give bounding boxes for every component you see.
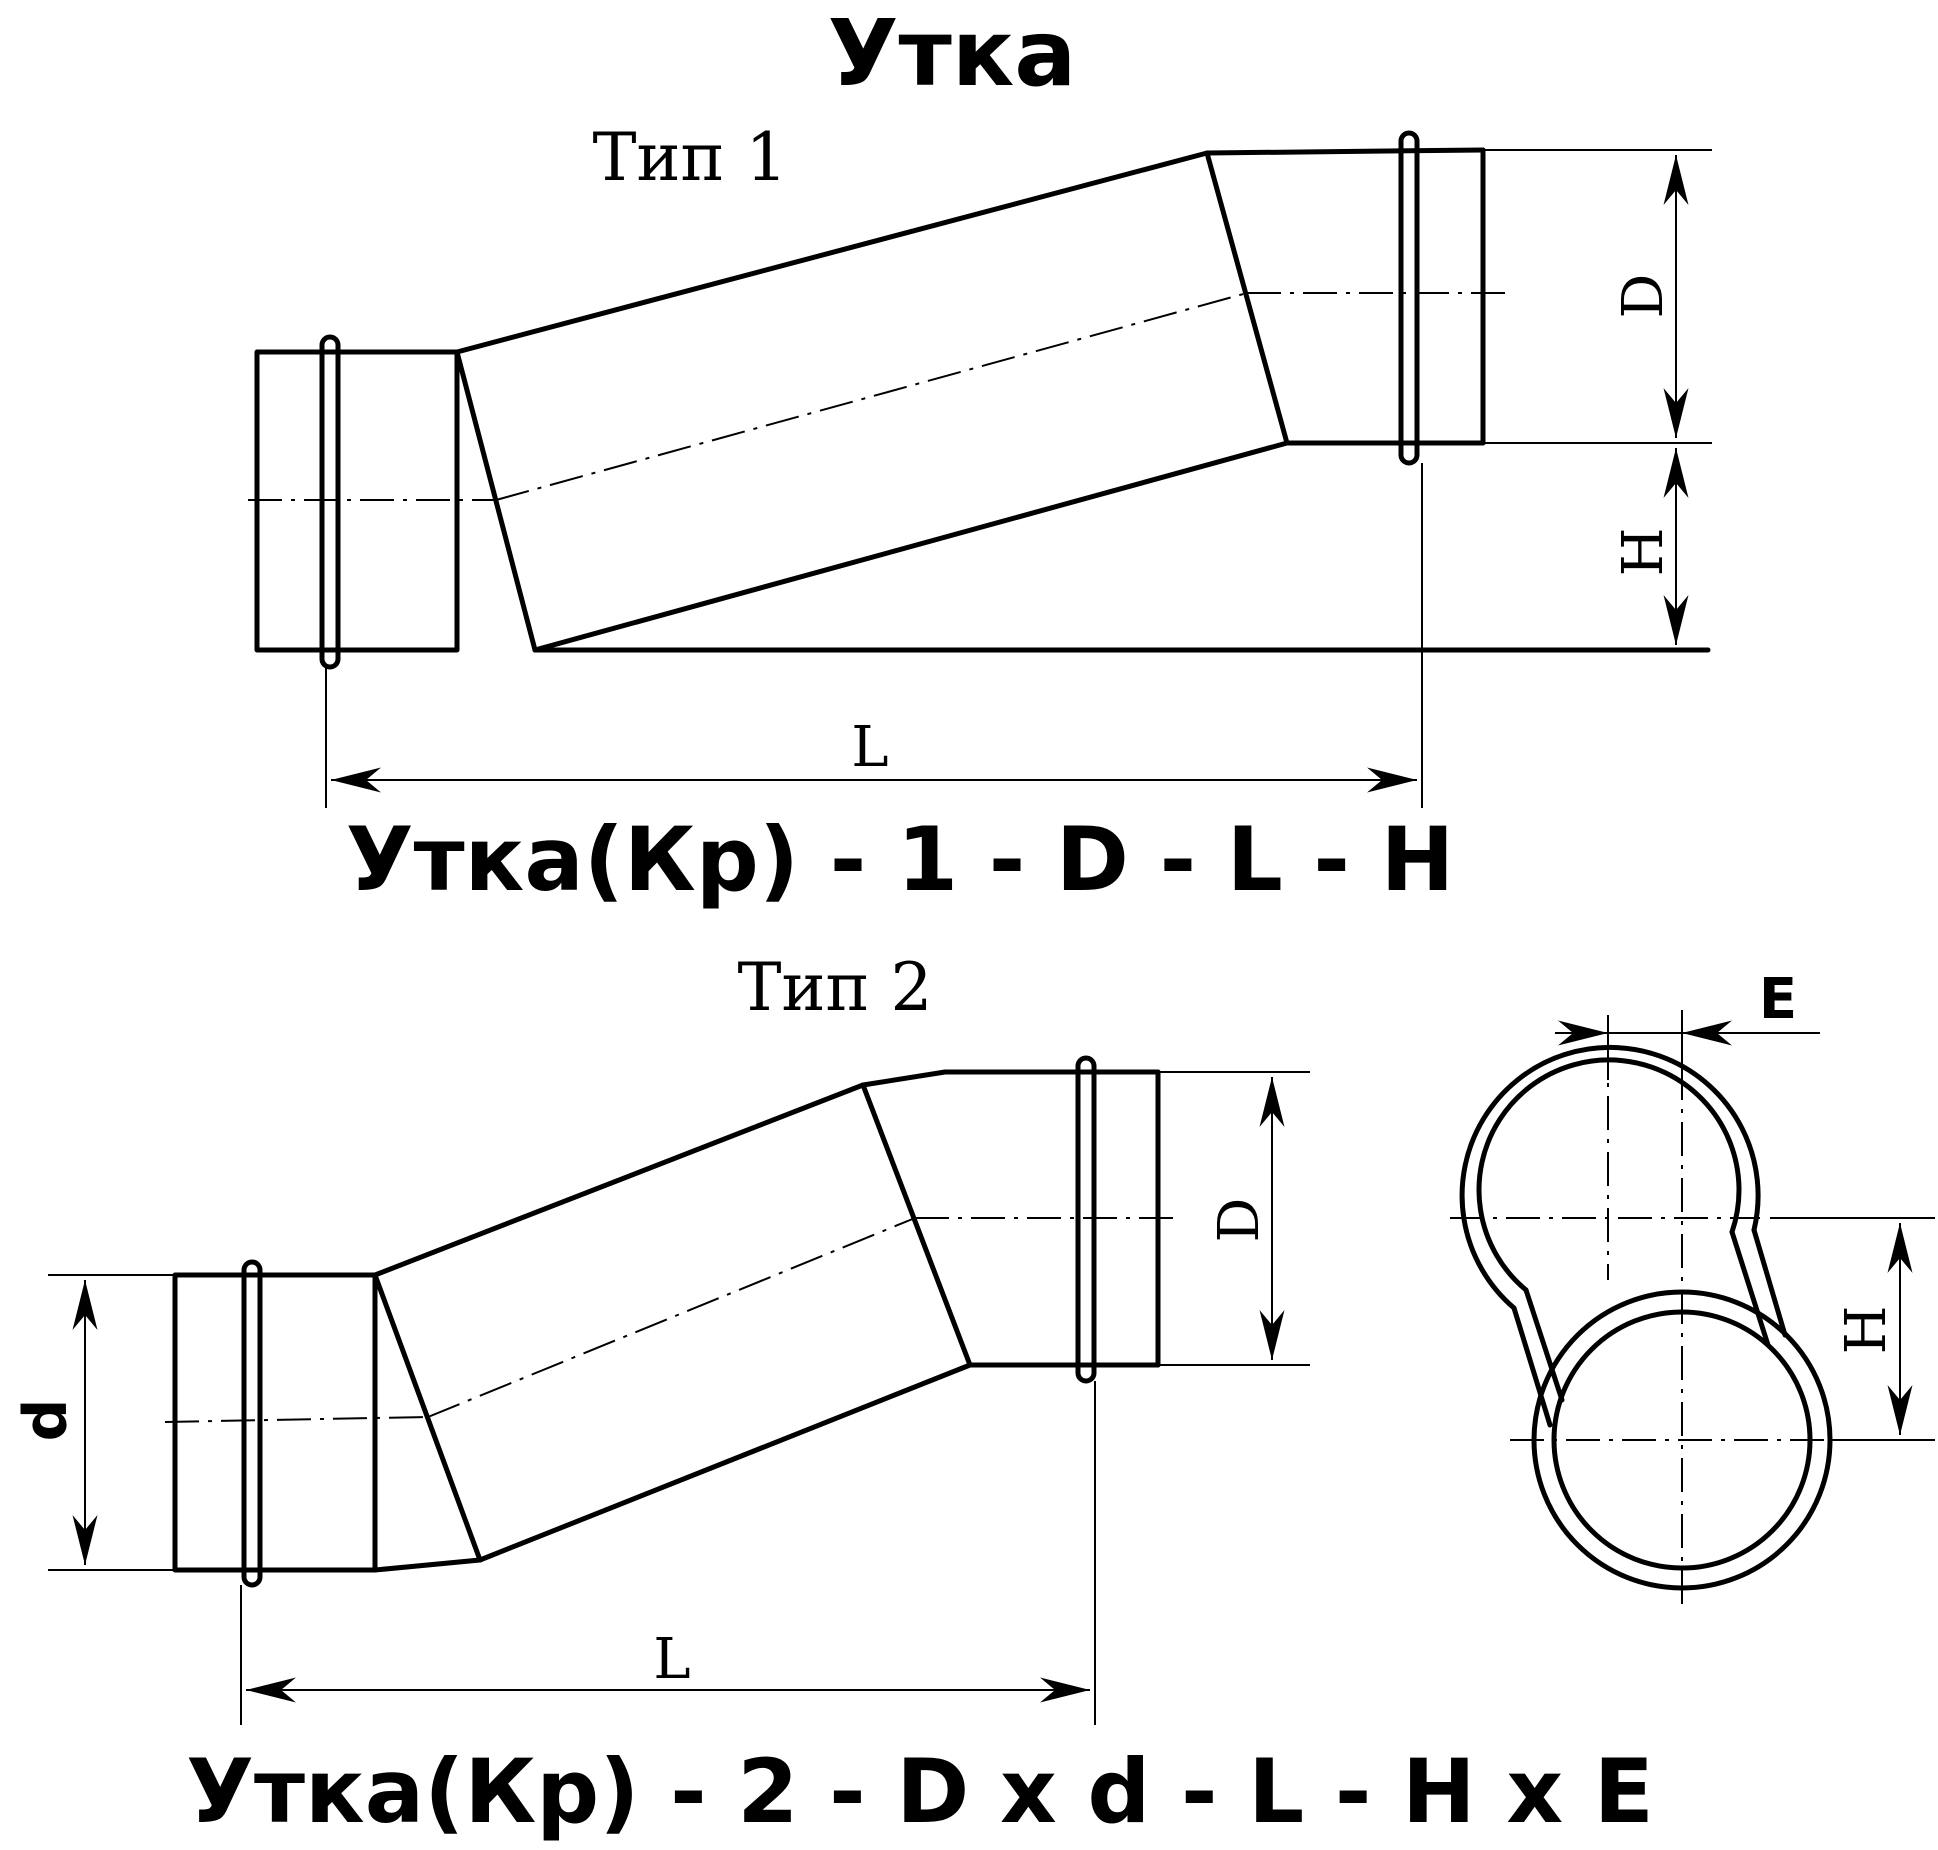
type1-right-ring [1398,130,1420,466]
type1-dim-d-label: D [1611,274,1676,319]
end-view-upper-inner [1476,1057,1742,1293]
type2-body-bottom [477,1362,973,1563]
type1-designation: Утка(Кр) - 1 - D - L - H [346,808,1455,911]
type2-dim-l-label: L [653,1627,690,1692]
type1-right-joint [1204,150,1290,446]
type2-right-ring [1075,1055,1097,1384]
type1-left-ring [319,334,341,670]
type1-dim-l-label: L [851,715,888,780]
type1-body-top [454,150,1210,355]
type1-drawing: Тип 1 D H L Утка(Кр [248,119,1712,911]
type2-dim-d-label: D [1207,1198,1272,1243]
type2-right-joint [860,1082,973,1368]
type2-dim-small-d-label: d [11,1399,81,1442]
type1-label: Тип 1 [593,119,788,196]
end-view-dim-e-label: E [1759,967,1797,1032]
end-view-dim-h-label: H [1834,1306,1899,1355]
type2-designation: Утка(Кр) - 2 - D x d - L - H x E [186,1740,1654,1843]
type1-body-bottom [532,440,1290,653]
end-view-drawing: E H [1450,967,1935,1610]
type2-axis-body [427,1217,916,1418]
type1-right-top [1204,147,1486,156]
page-title: Утка [828,0,1077,107]
type1-dim-h-label: H [1611,528,1676,577]
type2-left-spigot [172,1272,378,1573]
end-view-upper-outer [1459,1044,1761,1311]
type1-axis-body [495,292,1248,501]
type2-drawing: Тип 2 D d L Утк [11,949,1654,1843]
type2-left-joint [372,1272,483,1563]
type2-axis-left [164,1416,429,1423]
type2-label: Тип 2 [738,949,933,1026]
type2-body-top [372,1082,866,1278]
type2-left-ring [241,1259,263,1588]
